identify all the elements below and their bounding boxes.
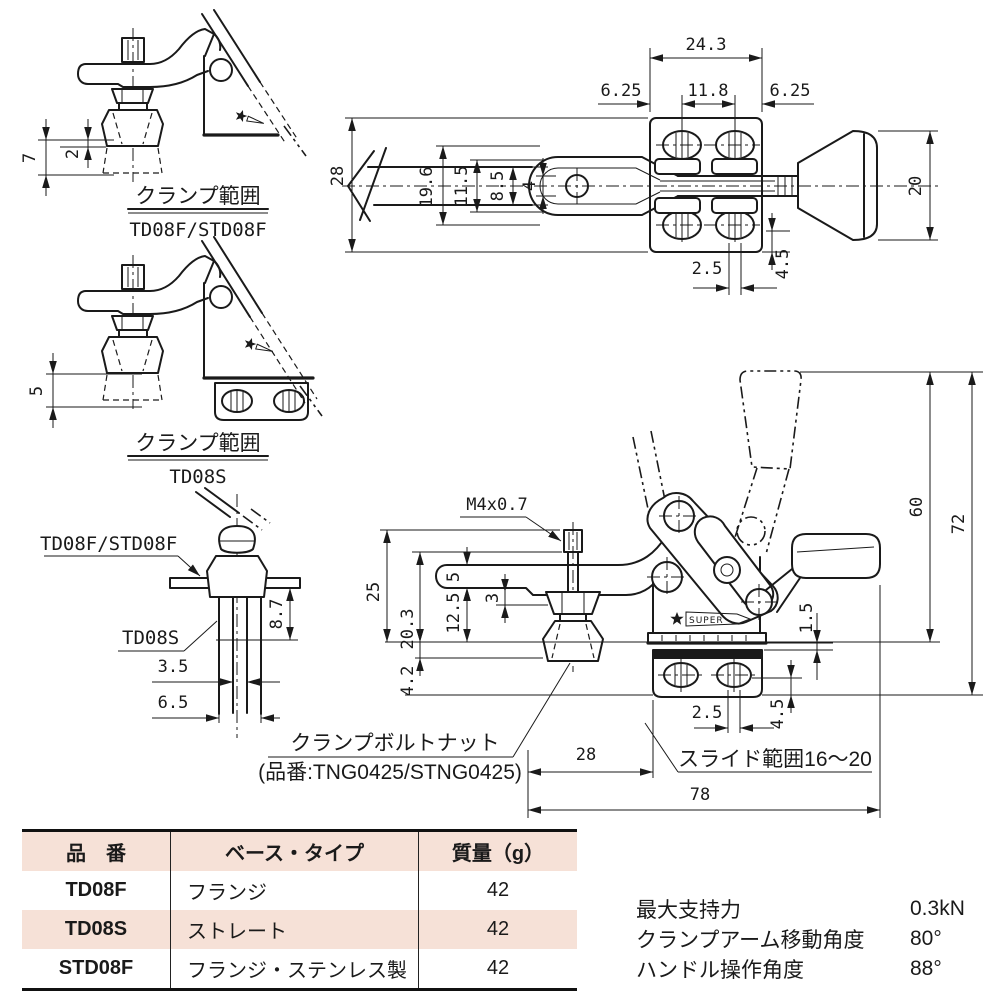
- parts-table: 品 番 ベース・タイプ 質量（g） TD08F フランジ 42 TD08S スト…: [22, 829, 577, 991]
- range-f-subtitle: TD08F/STD08F: [129, 219, 266, 241]
- spec-row-max-force: 最大支持力 0.3kN: [636, 894, 996, 924]
- dim-24-3: 24.3: [686, 35, 727, 55]
- table-row: STD08F フランジ・ステンレス製 42: [22, 949, 577, 990]
- dim-4: 4: [520, 181, 540, 191]
- dim-6-25-right: 6.25: [770, 81, 811, 101]
- spec-label: 最大支持力: [636, 899, 741, 922]
- view-clamp-range-td08s: 5 クランプ範囲 TD08S: [27, 236, 323, 488]
- spec-list: 最大支持力 0.3kN クランプアーム移動角度 80° ハンドル操作角度 88°: [636, 894, 996, 984]
- bolt-note-line1: クランプボルトナット: [290, 732, 499, 755]
- weight: 42: [418, 871, 577, 910]
- weight: 42: [418, 949, 577, 990]
- spec-row-arm-angle: クランプアーム移動角度 80°: [636, 924, 996, 954]
- base-type: ストレート: [170, 910, 419, 949]
- weight: 42: [418, 910, 577, 949]
- label-straight-model: TD08S: [122, 627, 179, 649]
- mounting-slots: [656, 100, 760, 246]
- dim-6-5: 6.5: [158, 693, 189, 713]
- view-plan: 24.3 6.25 11.8 6.25 28 19.6 11.5 8.5 4 2…: [328, 35, 938, 295]
- dim-2-5-side: 2.5: [692, 703, 723, 723]
- dim-20: 20: [906, 176, 926, 196]
- part-number: TD08F: [65, 879, 127, 901]
- dim-20-3: 20.3: [398, 609, 418, 650]
- dim-11-5: 11.5: [452, 166, 472, 207]
- dim-72: 72: [949, 514, 969, 534]
- view-side: SUPER 25 20.3 4.2 12.5 5 3 60: [258, 370, 983, 818]
- super-logo-icon: [242, 336, 274, 352]
- dim-7: 7: [20, 153, 40, 163]
- dim-28-side: 28: [576, 745, 596, 765]
- dim-19-6: 19.6: [417, 167, 437, 208]
- dim-1-5: 1.5: [797, 603, 817, 634]
- range-s-subtitle: TD08S: [169, 466, 226, 488]
- dim-12-5: 12.5: [444, 593, 464, 634]
- super-logo-text: SUPER: [689, 616, 724, 626]
- col-header-weight: 質量（g）: [418, 830, 577, 871]
- spec-value: 80°: [910, 927, 942, 950]
- dim-78: 78: [690, 785, 710, 805]
- col-header-part-number: 品 番: [66, 843, 126, 865]
- spec-label: クランプアーム移動角度: [636, 929, 865, 952]
- dim-3: 3: [483, 593, 503, 603]
- dim-4-5-side: 4.5: [768, 699, 788, 730]
- table-row: TD08F フランジ 42: [22, 871, 577, 910]
- spec-label: ハンドル操作角度: [636, 959, 804, 982]
- spec-row-handle-angle: ハンドル操作角度 88°: [636, 954, 996, 984]
- part-number: STD08F: [58, 957, 134, 979]
- spec-value: 88°: [910, 957, 942, 980]
- dim-3-5: 3.5: [158, 657, 189, 677]
- dim-4-5-plan: 4.5: [773, 249, 793, 280]
- dim-25: 25: [364, 582, 384, 602]
- thread-callout: M4x0.7: [466, 495, 527, 515]
- dim-4-2: 4.2: [398, 666, 418, 697]
- base-type: フランジ・ステンレス製: [170, 949, 419, 990]
- col-header-base-type: ベース・タイプ: [170, 830, 419, 871]
- part-number: TD08S: [64, 918, 128, 940]
- view-clamp-range-td08f: 7 2 クランプ範囲 TD08F/STD08F: [20, 9, 307, 241]
- super-logo-icon: [233, 108, 265, 124]
- dim-2: 2: [63, 149, 83, 159]
- view-tip-detail: TD08F/STD08F TD08S 8.7 3.5 6.5: [40, 487, 301, 738]
- base-type: フランジ: [170, 871, 419, 910]
- dim-28-plan: 28: [328, 166, 348, 186]
- dim-8-5: 8.5: [488, 171, 508, 202]
- spec-value: 0.3kN: [910, 897, 965, 920]
- range-s-title: クランプ範囲: [135, 432, 260, 455]
- dim-8-7: 8.7: [267, 599, 287, 630]
- super-logo-icon: SUPER: [670, 611, 752, 627]
- dim-60: 60: [907, 497, 927, 517]
- dim-6-25-left: 6.25: [601, 81, 642, 101]
- parts-table-header-row: 品 番 ベース・タイプ 質量（g）: [22, 830, 577, 871]
- dim-11-8: 11.8: [688, 81, 729, 101]
- dim-5: 5: [27, 386, 47, 396]
- dim-5-side: 5: [444, 572, 464, 582]
- slide-range-note: スライド範囲16～20: [678, 748, 872, 771]
- label-flange-models: TD08F/STD08F: [40, 533, 177, 555]
- dim-2-5-plan: 2.5: [692, 259, 723, 279]
- bolt-note-line2: (品番:TNG0425/STNG0425): [258, 761, 522, 784]
- table-row: TD08S ストレート 42: [22, 910, 577, 949]
- range-f-title: クランプ範囲: [135, 185, 260, 208]
